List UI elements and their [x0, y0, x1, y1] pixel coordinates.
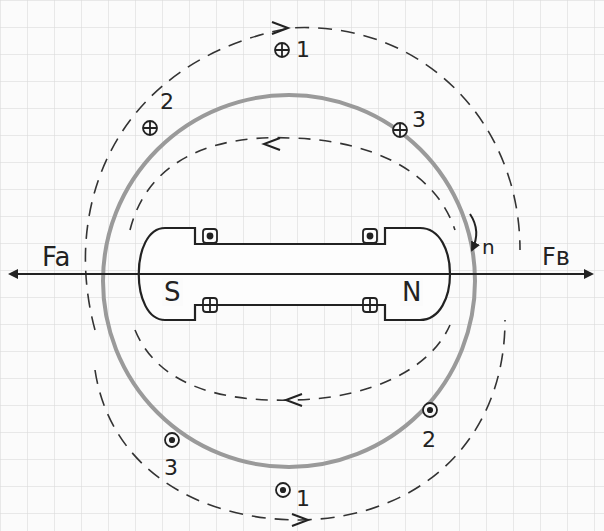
stator-circle — [103, 95, 475, 467]
force-arrow — [10, 273, 300, 275]
rotation-arrow — [470, 214, 476, 250]
pole-label: N — [400, 278, 423, 306]
rotor-conductors — [203, 229, 377, 312]
field-line — [130, 138, 455, 230]
field-arrow — [292, 514, 308, 526]
field-arrow — [286, 394, 302, 406]
stator-conductors — [143, 43, 437, 497]
callout-number: 3 — [162, 456, 180, 480]
field-line — [135, 325, 450, 400]
callout-number: 2 — [420, 428, 438, 452]
field-arrow — [272, 22, 288, 34]
rotation-label: n — [480, 236, 497, 258]
pole-label: S — [162, 278, 183, 306]
callout-number: 1 — [294, 487, 312, 511]
field-line — [85, 28, 520, 330]
callout-number: 1 — [294, 38, 312, 62]
field-arrow — [264, 138, 280, 150]
force-arrow — [300, 273, 592, 275]
field-line — [95, 320, 505, 520]
callout-number: 2 — [158, 90, 176, 114]
force-label: Fв — [540, 244, 572, 270]
force-label: Fa — [40, 243, 73, 271]
callout-number: 3 — [410, 108, 428, 132]
